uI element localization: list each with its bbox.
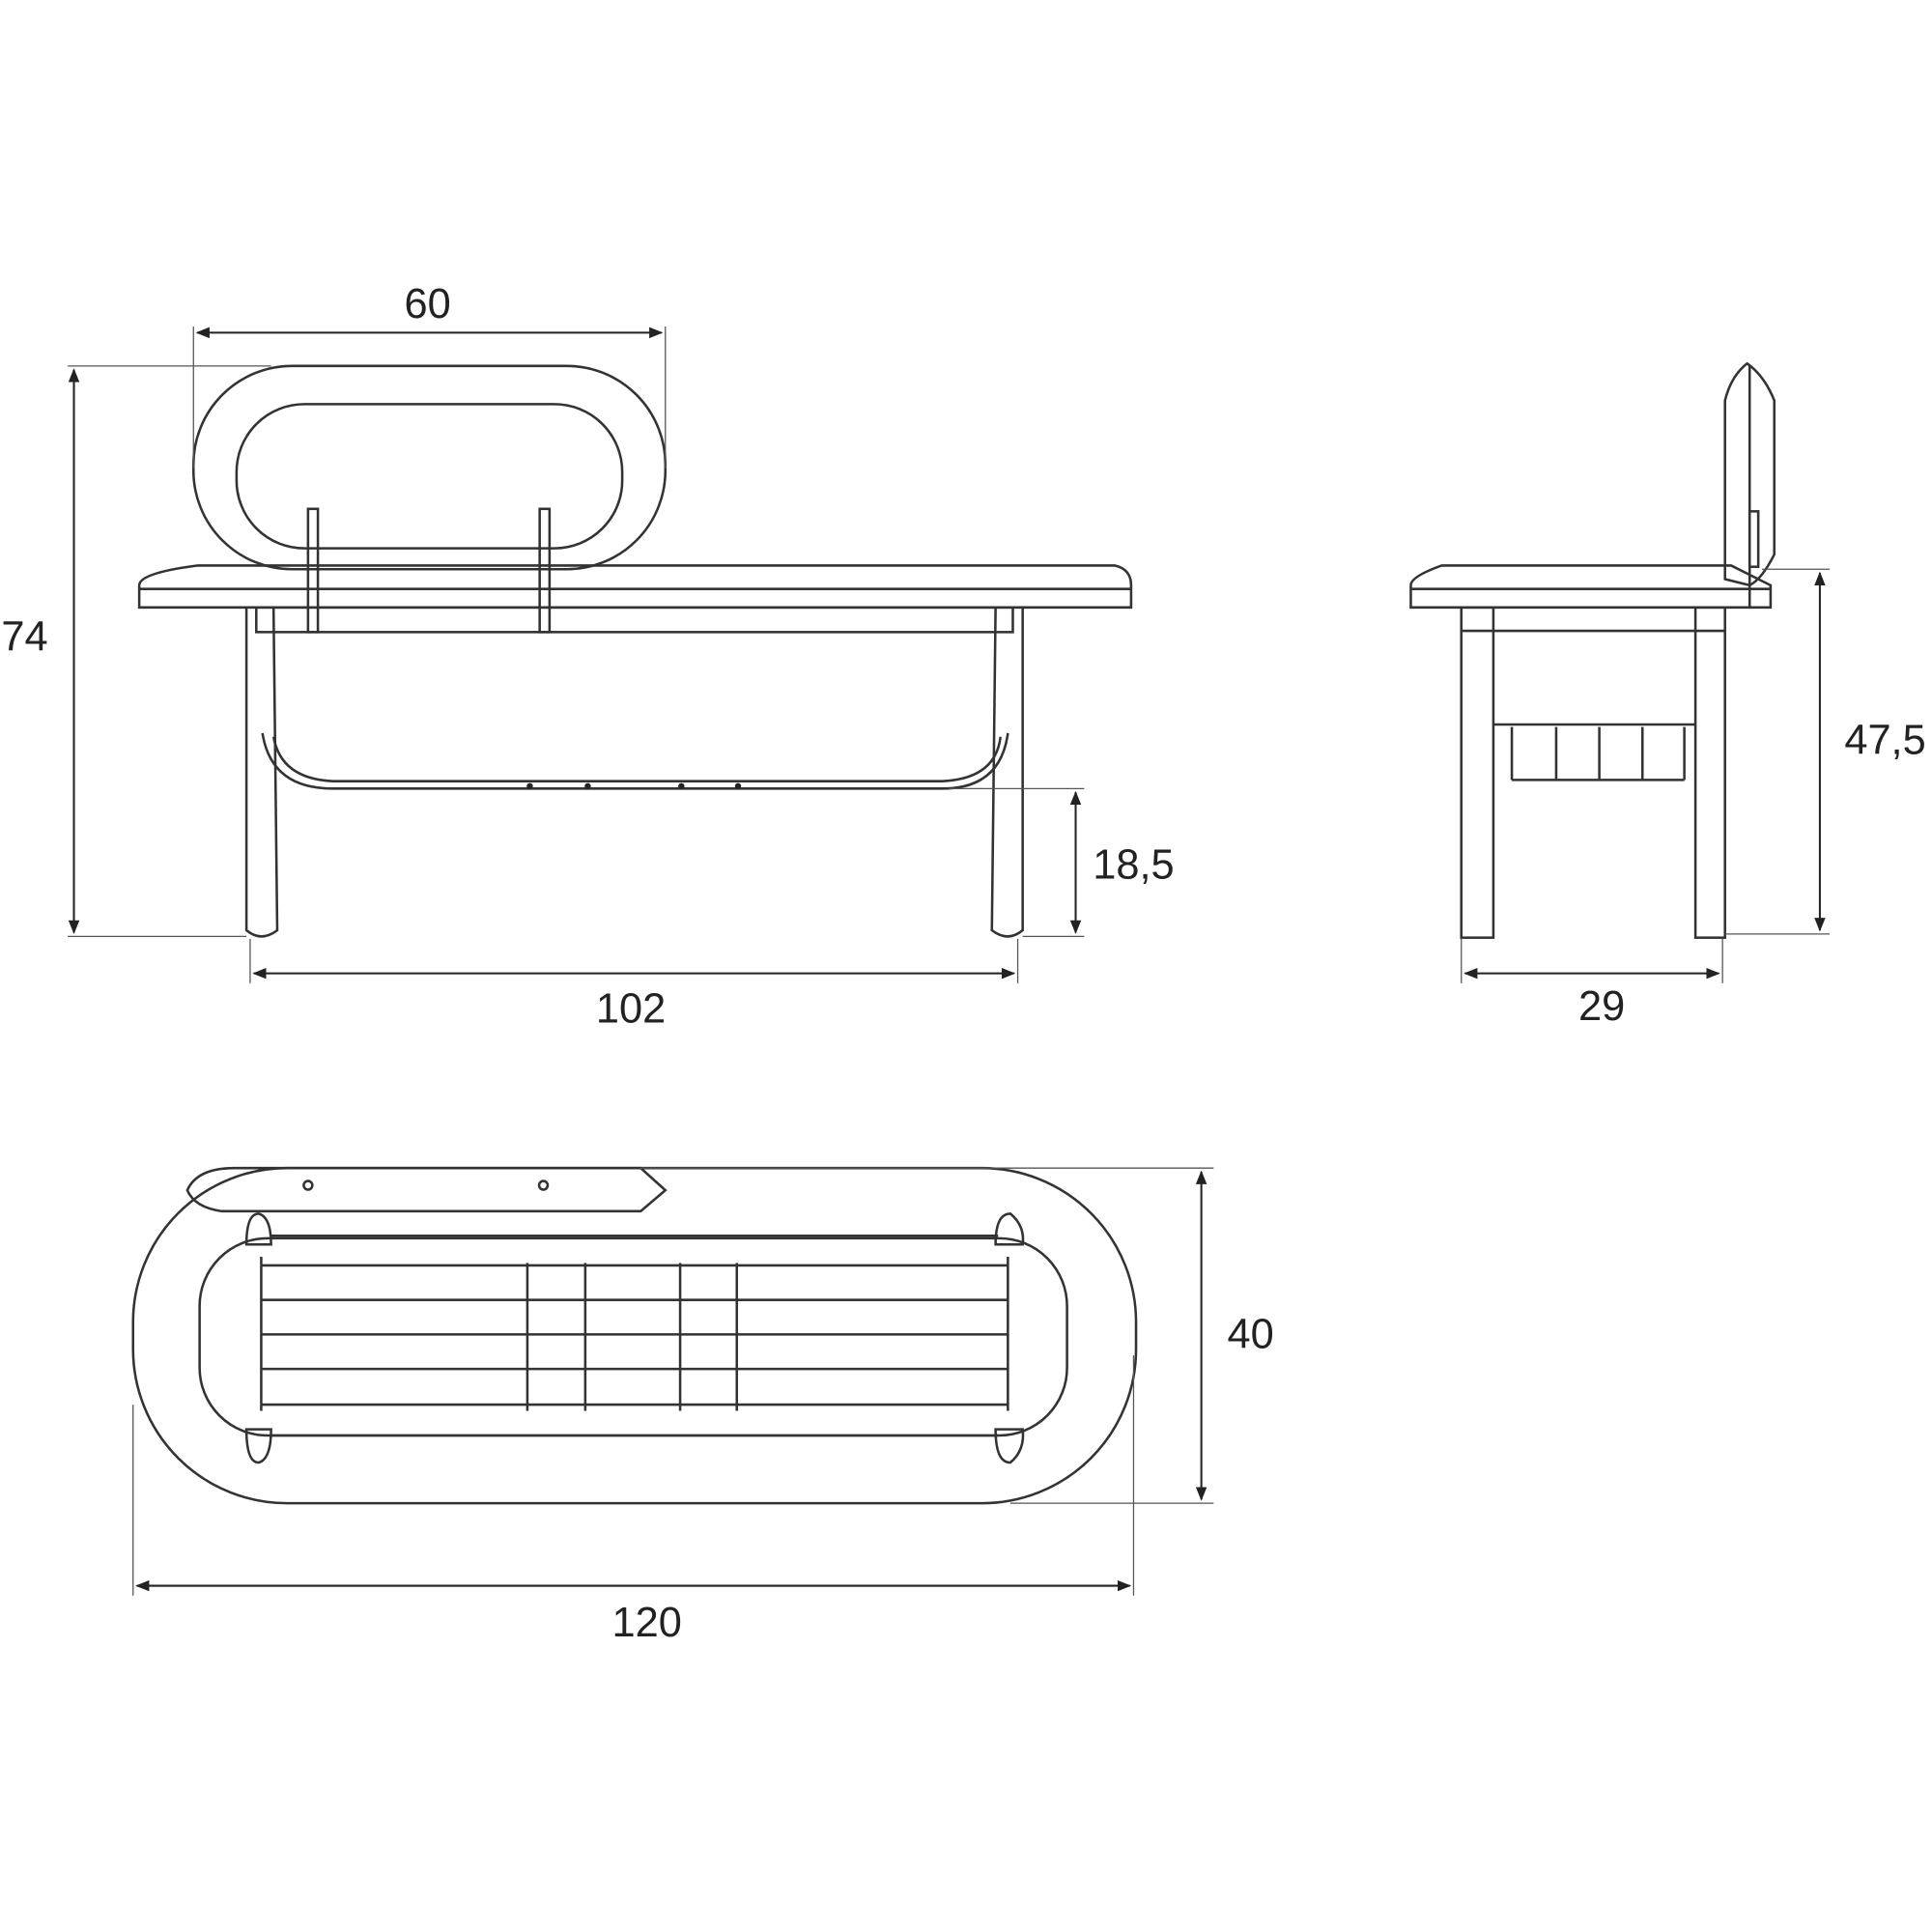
side-seat [1409, 564, 1773, 610]
dim-label-seat-height: 47,5 [1844, 718, 1925, 764]
dim-label-backrest-width: 60 [404, 281, 450, 327]
seat [137, 564, 1133, 610]
side-backrest [1723, 361, 1776, 587]
top-backrest [185, 1166, 668, 1213]
top-shelf-rods [260, 1257, 1009, 1411]
leg-left [244, 607, 279, 938]
top-view: 40 120 [131, 1166, 1274, 1646]
dim-label-length: 120 [611, 1600, 681, 1646]
dim-label-width: 40 [1228, 1311, 1274, 1357]
apron [255, 606, 1014, 634]
shelf-curve [261, 732, 1009, 790]
front-view: 60 74 18,5 102 [1, 281, 1174, 1033]
leg-right [990, 607, 1024, 938]
backrest-outer [191, 364, 668, 571]
shelf-rod-ends [526, 782, 742, 789]
backrest-inner [235, 403, 624, 550]
dim-label-depth: 29 [1578, 983, 1625, 1030]
side-view: 47,5 29 [1409, 361, 1926, 1030]
side-leg-front [1460, 606, 1495, 939]
shelf-curve-inner [271, 736, 1002, 782]
side-basket [1492, 723, 1696, 781]
side-leg-back [1693, 606, 1726, 939]
dim-label-total-height: 74 [1, 613, 47, 660]
dim-label-shelf-height: 18,5 [1093, 841, 1174, 888]
dim-label-leg-span: 102 [596, 986, 666, 1033]
